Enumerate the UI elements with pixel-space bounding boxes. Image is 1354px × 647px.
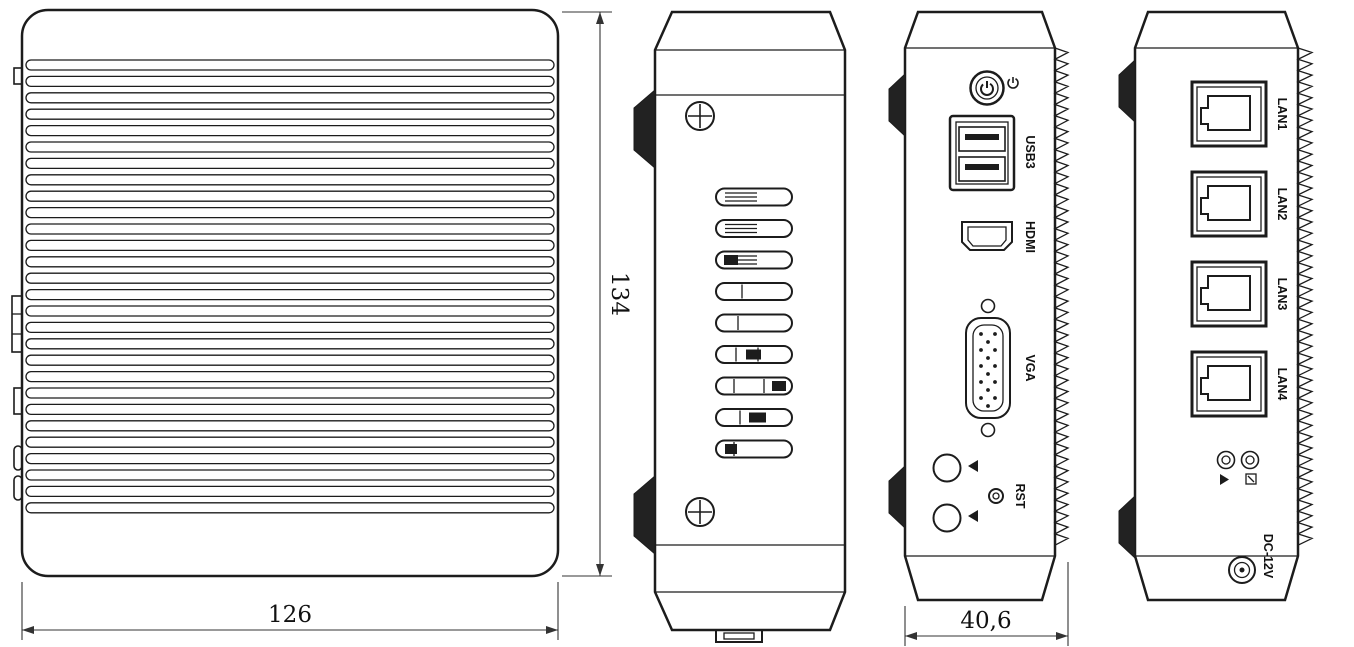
hdmi-label: HDMI (1023, 221, 1037, 253)
lan1-label: LAN1 (1275, 98, 1289, 131)
status-led-left (1216, 450, 1236, 485)
heatsink-fin-edge (1296, 47, 1314, 546)
arrowhead-left (22, 626, 34, 634)
activity-icon (1220, 474, 1229, 485)
screw-bottom (685, 497, 715, 527)
side-outline (653, 10, 847, 632)
dimension-depth-label: 40,6 (960, 608, 1011, 634)
antenna-hole-bottom (932, 503, 978, 533)
dimension-depth: 40,6 (904, 562, 1069, 646)
side-connectors (11, 67, 23, 501)
lan2-port: LAN2 (1190, 170, 1289, 238)
mounting-ear-bottom (1118, 494, 1136, 560)
vent-slots (715, 187, 793, 459)
power-button (969, 70, 1005, 106)
heatsink-fins (25, 59, 555, 514)
link-icon (1245, 473, 1257, 485)
mounting-ear-top (888, 72, 906, 138)
heatsink-fin-edge (1053, 47, 1070, 546)
usb3-port (948, 114, 1016, 192)
bottom-tab (715, 629, 763, 643)
lan1-port: LAN1 (1190, 80, 1289, 148)
antenna-hole-top (932, 453, 978, 483)
rear-io-view: LAN1 LAN2 LAN3 LAN4 (1118, 10, 1314, 602)
rear-outline (1133, 10, 1300, 602)
dimension-height: 134 (562, 11, 632, 577)
arrowhead-left (905, 632, 917, 640)
side-view (633, 10, 847, 643)
lan2-label: LAN2 (1275, 188, 1289, 221)
mounting-ear-top (1118, 58, 1136, 124)
hdmi-port (961, 221, 1013, 251)
lan3-label: LAN3 (1275, 278, 1289, 311)
status-led-right (1240, 450, 1260, 485)
top-view (11, 8, 560, 578)
lan3-port: LAN3 (1190, 260, 1289, 328)
dimension-width-label: 126 (268, 602, 312, 628)
dimension-height-label: 134 (606, 272, 632, 316)
dc-power-jack (1228, 556, 1256, 584)
reset-label: RST (1013, 484, 1027, 509)
mounting-ear-top (633, 88, 656, 170)
vga-label: VGA (1023, 354, 1037, 381)
screw-top (685, 101, 715, 131)
reset-button (988, 488, 1004, 504)
usb3-label: USB3 (1023, 135, 1037, 168)
lan4-port: LAN4 (1190, 350, 1289, 418)
arrowhead-top (596, 12, 604, 24)
dimension-width: 126 (21, 582, 559, 640)
front-outline (903, 10, 1057, 602)
vga-pins (979, 332, 997, 408)
dc-power-label: DC-12V (1261, 534, 1275, 579)
antenna-mark-icon (968, 510, 978, 522)
lan4-label: LAN4 (1275, 368, 1289, 401)
mounting-ear-bottom (633, 474, 656, 556)
arrowhead-right (1056, 632, 1068, 640)
front-io-view: USB3 HDMI VGA RST (888, 10, 1070, 602)
antenna-mark-icon (968, 460, 978, 472)
chassis-outline (20, 8, 560, 578)
arrowhead-right (546, 626, 558, 634)
arrowhead-bottom (596, 564, 604, 576)
power-icon (1007, 77, 1019, 89)
mounting-ear-bottom (888, 464, 906, 530)
vga-port (965, 298, 1011, 438)
